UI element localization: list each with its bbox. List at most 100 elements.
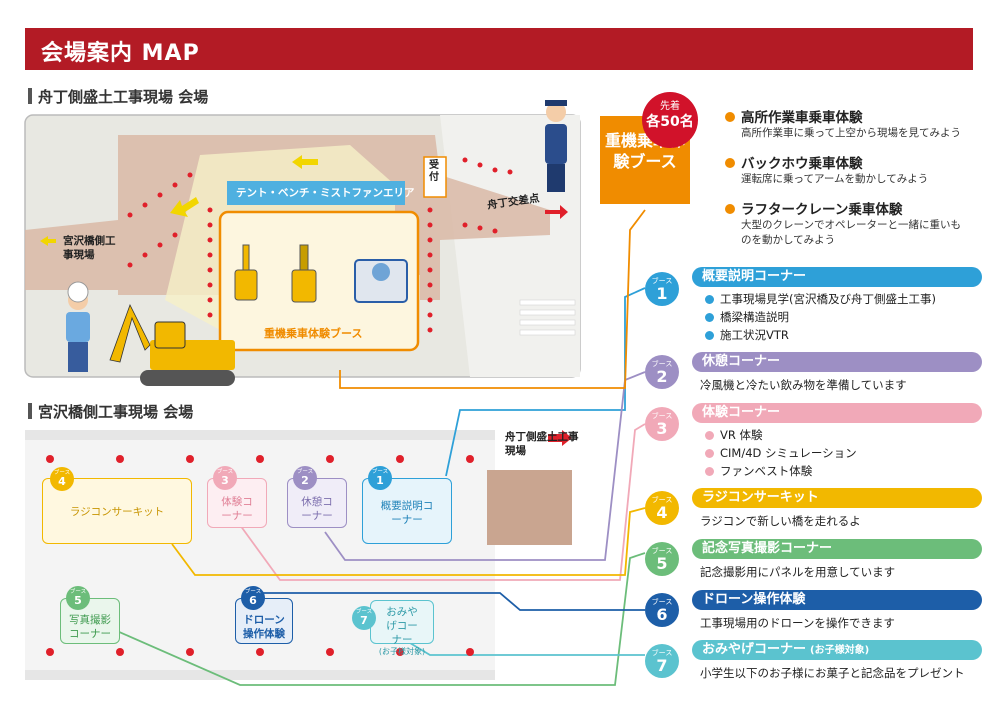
booth-7-title-sub: (お子様対象) bbox=[810, 645, 870, 656]
section-title-funacho: 舟丁側盛土工事現場 会場 bbox=[28, 86, 208, 107]
booth-6-desc: 工事現場用のドローンを操作できます bbox=[700, 616, 895, 630]
booth-3-title: 体験コーナー bbox=[692, 403, 982, 423]
booth-number: 1 bbox=[376, 474, 384, 487]
fence-dot bbox=[326, 648, 334, 656]
map-booth-7-sub: (お子様対象) bbox=[378, 647, 426, 656]
map-booth-5-label: 写真撮影コーナー bbox=[69, 614, 111, 640]
fence-dot bbox=[256, 455, 264, 463]
bullet-dot-icon bbox=[705, 313, 714, 322]
bullet-dot-icon bbox=[725, 204, 735, 214]
booth-item: CIM/4D シミュレーション bbox=[720, 446, 857, 460]
booth-word: ブース bbox=[651, 360, 673, 368]
booth-item: 橋梁構造説明 bbox=[720, 310, 789, 324]
booth-item: 施工状況VTR bbox=[720, 328, 789, 342]
bullet-dot-icon bbox=[705, 467, 714, 476]
fence-dot bbox=[256, 648, 264, 656]
booth-5-desc: 記念撮影用にパネルを用意しています bbox=[700, 565, 896, 579]
fence-dot bbox=[466, 455, 474, 463]
booth-word: ブース bbox=[651, 598, 673, 606]
booth-number: 3 bbox=[656, 419, 668, 438]
booth-number: 4 bbox=[656, 503, 668, 522]
heavy-item-1: 高所作業車乗車体験 高所作業車に乗って上空から現場を見てみよう bbox=[725, 106, 980, 141]
page-title: 会場案内 MAP bbox=[41, 41, 200, 66]
booth-item: VR 体験 bbox=[720, 428, 763, 442]
fence-dot bbox=[396, 455, 404, 463]
booth-word: ブース bbox=[651, 547, 673, 555]
map-booth-7: おみやげコーナー (お子様対象) bbox=[370, 600, 434, 656]
booth-number: 6 bbox=[656, 605, 668, 624]
fence-dot bbox=[466, 648, 474, 656]
first-come-label: 先着 bbox=[660, 101, 680, 112]
booth-6-title: ドローン操作体験 bbox=[692, 590, 982, 610]
booth-word: ブース bbox=[244, 589, 262, 595]
bullet-dot-icon bbox=[705, 331, 714, 340]
booth-word: ブース bbox=[355, 609, 373, 615]
booth-2-title: 休憩コーナー bbox=[692, 352, 982, 372]
heavy-item-title: ラフタークレーン乗車体験 bbox=[741, 202, 903, 218]
fence-dot bbox=[396, 648, 404, 656]
heavy-item-title: 高所作業車乗車体験 bbox=[741, 110, 863, 126]
bullet-dot-icon bbox=[725, 112, 735, 122]
booth-word: ブース bbox=[651, 649, 673, 657]
booth-4-title: ラジコンサーキット bbox=[692, 488, 982, 508]
fence-dot bbox=[46, 648, 54, 656]
header-banner: 会場案内 MAP bbox=[25, 28, 973, 70]
reception-label: 受付 bbox=[429, 160, 439, 183]
fence-dot bbox=[326, 455, 334, 463]
map-booth-6-label: ドローン操作体験 bbox=[243, 614, 285, 640]
map-booth-2-label: 休憩コーナー bbox=[301, 496, 333, 522]
booth-2-desc: 冷風機と冷たい飲み物を準備しています bbox=[700, 378, 907, 392]
bullet-dot-icon bbox=[705, 295, 714, 304]
booth-5-title: 記念写真撮影コーナー bbox=[692, 539, 982, 559]
bullet-dot-icon bbox=[705, 431, 714, 440]
booth-number: 5 bbox=[656, 554, 668, 573]
map-booth-1-label: 概要説明コーナー bbox=[380, 500, 434, 526]
booth-item: ファンベスト体験 bbox=[720, 464, 813, 478]
funacho-side-label: 舟丁側盛土工事現場 bbox=[505, 431, 579, 457]
fence-dot bbox=[116, 455, 124, 463]
booth-word: ブース bbox=[53, 470, 71, 476]
booth-1-items: 工事現場見学(宮沢橋及び舟丁側盛土工事) 橋梁構造説明 施工状況VTR bbox=[705, 290, 936, 344]
booth-number: 3 bbox=[221, 474, 229, 487]
heavy-zone-label: 重機乗車体験ブース bbox=[264, 327, 363, 340]
booth-word: ブース bbox=[216, 469, 234, 475]
booth-1-title: 概要説明コーナー bbox=[692, 267, 982, 287]
first-come-badge: 先着 各50名 bbox=[642, 92, 698, 148]
heavy-item-desc: 大型のクレーンでオペレーターと一緒に重いものを動かしてみよう bbox=[741, 219, 961, 246]
booth-4-desc: ラジコンで新しい橋を走れるよ bbox=[700, 514, 861, 528]
tent-area-label: テント・ベンチ・ミストファンエリア bbox=[236, 187, 415, 199]
fence-dot bbox=[116, 648, 124, 656]
heavy-item-desc: 運転席に乗ってアームを動かしてみよう bbox=[741, 173, 929, 185]
booth-number: 2 bbox=[656, 367, 668, 386]
booth-number: 5 bbox=[74, 594, 82, 607]
booth-7-title-text: おみやげコーナー bbox=[702, 642, 807, 657]
booth-number: 2 bbox=[301, 474, 309, 487]
bullet-dot-icon bbox=[705, 449, 714, 458]
booth-number: 7 bbox=[360, 614, 368, 627]
bullet-dot-icon bbox=[725, 158, 735, 168]
map-booth-3-label: 体験コーナー bbox=[221, 496, 253, 522]
booth-word: ブース bbox=[371, 469, 389, 475]
fence-dot bbox=[46, 455, 54, 463]
section-title-miyazawa: 宮沢橋側工事現場 会場 bbox=[28, 401, 193, 422]
heavy-item-2: バックホウ乗車体験 運転席に乗ってアームを動かしてみよう bbox=[725, 152, 980, 187]
booth-7-desc: 小学生以下のお子様にお菓子と記念品をプレゼント bbox=[700, 666, 965, 680]
heavy-item-3: ラフタークレーン乗車体験 大型のクレーンでオペレーターと一緒に重いものを動かして… bbox=[725, 198, 965, 248]
heavy-item-desc: 高所作業車に乗って上空から現場を見てみよう bbox=[741, 127, 961, 139]
booth-word: ブース bbox=[651, 277, 673, 285]
booth-number: 6 bbox=[249, 594, 257, 607]
booth-3-items: VR 体験 CIM/4D シミュレーション ファンベスト体験 bbox=[705, 426, 857, 480]
miyazawa-side-label: 宮沢橋側工事現場 bbox=[63, 235, 116, 261]
map-booth-4-label: ラジコンサーキット bbox=[69, 506, 165, 518]
fence-dot bbox=[186, 455, 194, 463]
heavy-item-title: バックホウ乗車体験 bbox=[741, 156, 863, 172]
booth-word: ブース bbox=[651, 412, 673, 420]
